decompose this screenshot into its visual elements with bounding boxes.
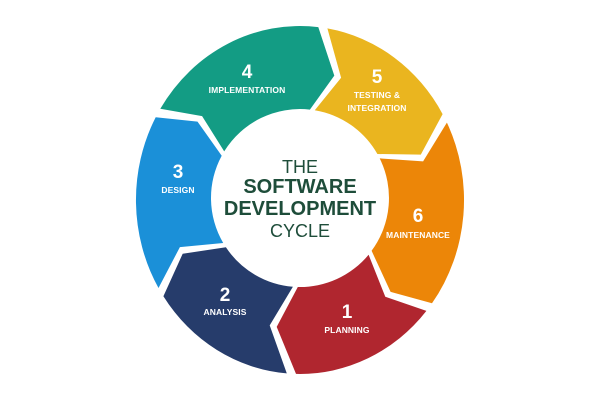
- segment-5-label-line1: TESTING &: [354, 90, 400, 100]
- segment-4-implementation: [160, 26, 335, 152]
- segment-2-analysis: [163, 247, 293, 374]
- segment-2-label: ANALYSIS: [204, 307, 247, 317]
- center-title-cycle: CYCLE: [269, 221, 331, 241]
- segment-5-testing-integration: [314, 28, 443, 155]
- segment-1-number: 1: [342, 302, 353, 323]
- segment-6-maintenance: [371, 122, 465, 304]
- center-title-development: DEVELOPMENT: [223, 198, 377, 220]
- segment-4-label: IMPLEMENTATION: [209, 85, 286, 95]
- center-title-software: SOFTWARE: [243, 176, 357, 198]
- segment-4-number: 4: [242, 62, 253, 83]
- segment-3-number: 3: [173, 162, 184, 183]
- cycle-ring: [135, 26, 465, 374]
- center-title-the: THE: [282, 157, 318, 177]
- segment-5-number: 5: [372, 67, 383, 88]
- segment-5-label-line2: INTEGRATION: [347, 103, 406, 113]
- segment-3-label: DESIGN: [161, 185, 194, 195]
- segment-1-planning: [276, 254, 427, 374]
- segment-2-number: 2: [220, 285, 231, 306]
- segment-6-label: MAINTENANCE: [386, 230, 450, 240]
- segment-6-number: 6: [413, 206, 424, 227]
- segment-1-label: PLANNING: [324, 325, 369, 335]
- segment-3-design: [135, 117, 224, 288]
